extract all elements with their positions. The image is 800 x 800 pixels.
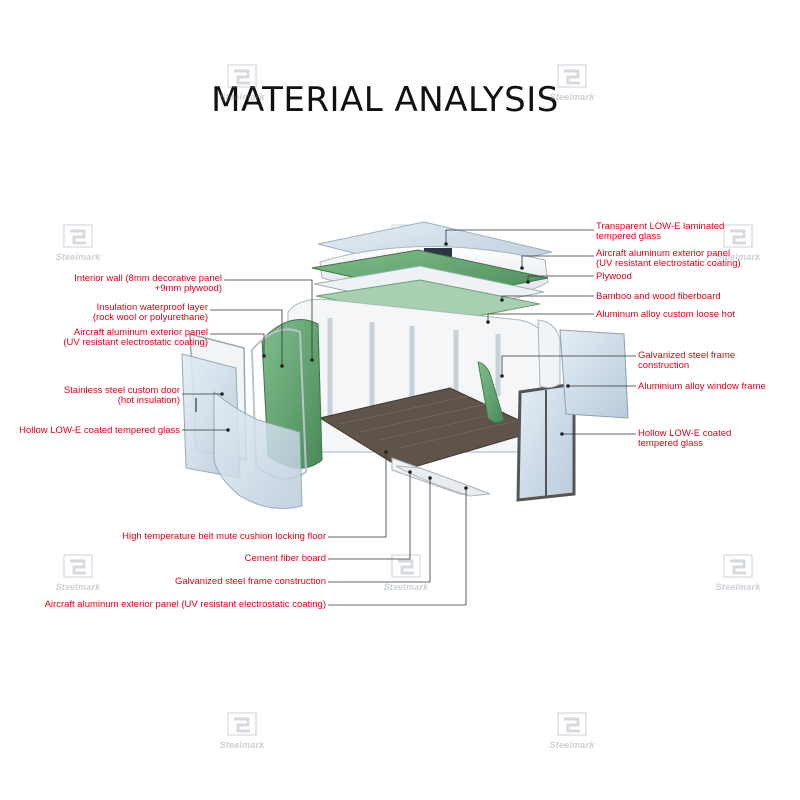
label-window-frame: Aluminium alloy window frame (638, 382, 798, 392)
label-right-hollow-glass: Hollow LOW-E coated tempered glass (638, 429, 798, 449)
label-right-steel-frame: Galvanized steel frame construction (638, 351, 798, 371)
right-shell-piece (538, 320, 560, 388)
label-cement-board: Cement fiber board (2, 554, 326, 564)
label-fiberboard: Bamboo and wood fiberboard (596, 292, 796, 302)
label-plywood: Plywood (596, 272, 796, 282)
label-roof-glass: Transparent LOW-E laminated tempered gla… (596, 222, 796, 242)
label-left-hollow-glass: Hollow LOW-E coated tempered glass (2, 426, 180, 436)
label-stainless-door: Stainless steel custom door (hot insulat… (2, 386, 180, 406)
label-insulation-layer: Insulation waterproof layer (rock wool o… (2, 303, 208, 323)
right-outer-glass (560, 330, 628, 418)
label-left-exterior-panel: Aircraft aluminum exterior panel (UV res… (2, 328, 208, 348)
label-floor: High temperature belt mute cushion locki… (2, 532, 326, 542)
label-base-exterior-panel: Aircraft aluminum exterior panel (UV res… (2, 600, 326, 610)
label-interior-wall: Interior wall (8mm decorative panel +9mm… (2, 274, 222, 294)
label-loose-hot: Aluminum alloy custom loose hot (596, 310, 796, 320)
label-roof-exterior-panel: Aircraft aluminum exterior panel (UV res… (596, 249, 796, 269)
label-base-steel-frame: Galvanized steel frame construction (2, 577, 326, 587)
